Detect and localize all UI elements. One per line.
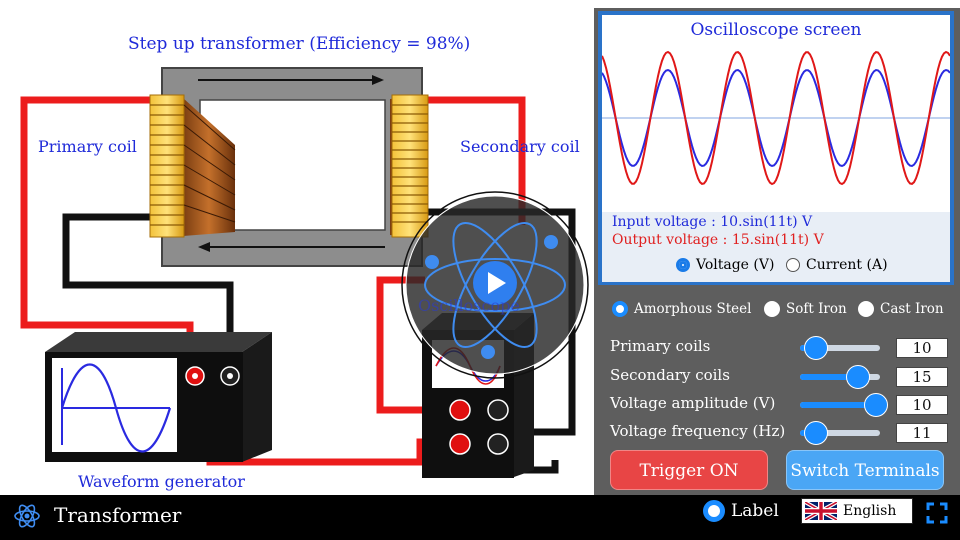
footer-bar	[0, 495, 960, 540]
material-soft-iron[interactable]: Soft Iron	[764, 301, 847, 317]
switch-terminals-button[interactable]: Switch Terminals	[786, 450, 944, 490]
radio-selected-icon	[676, 258, 690, 272]
secondary-coils-label: Secondary coils	[610, 366, 730, 384]
voltage-amplitude-label: Voltage amplitude (V)	[610, 394, 776, 412]
core-material-selector: Amorphous Steel Soft Iron Cast Iron	[606, 300, 952, 322]
radio-unselected-icon	[858, 301, 874, 317]
slider-knob[interactable]	[804, 421, 828, 445]
flux-arrow-left-icon	[198, 242, 210, 252]
toggle-radio-icon	[703, 500, 725, 522]
voltage-frequency-value[interactable]: 11	[896, 423, 948, 443]
language-selector[interactable]: English	[801, 498, 913, 524]
output-wave	[602, 50, 950, 186]
slider-knob[interactable]	[845, 365, 870, 389]
secondary-coils-value[interactable]: 15	[896, 367, 948, 387]
primary-coil-label: Primary coil	[38, 137, 137, 156]
flux-arrow-right-icon	[372, 75, 384, 85]
voltage-frequency-label: Voltage frequency (Hz)	[610, 422, 786, 440]
secondary-coils-slider[interactable]	[800, 365, 880, 389]
oscilloscope-screen: Oscilloscope screen Input voltage : 10.s…	[598, 11, 954, 285]
scope-red-terminal-2-icon[interactable]	[449, 433, 471, 455]
oscilloscope-plot	[602, 50, 950, 186]
voltage-amplitude-value[interactable]: 10	[896, 395, 948, 415]
scope-red-terminal-1-icon[interactable]	[449, 399, 471, 421]
fullscreen-icon[interactable]	[926, 502, 948, 524]
slider-knob[interactable]	[804, 336, 828, 360]
radio-unselected-icon	[786, 258, 800, 272]
radio-unselected-icon	[764, 301, 780, 317]
input-voltage-text: Input voltage : 10.sin(11t) V	[612, 214, 813, 230]
current-mode-radio[interactable]: Current (A)	[786, 257, 888, 273]
language-label: English	[843, 503, 897, 519]
primary-wire-black	[62, 213, 234, 375]
play-overlay[interactable]	[401, 191, 589, 379]
secondary-coil-label: Secondary coil	[460, 137, 580, 156]
uk-flag-icon	[805, 502, 837, 520]
material-cast-iron[interactable]: Cast Iron	[858, 301, 944, 317]
secondary-coil	[390, 94, 429, 238]
voltage-frequency-slider[interactable]	[800, 421, 880, 445]
output-voltage-text: Output voltage : 15.sin(11t) V	[612, 232, 824, 248]
atom-app-icon	[14, 504, 40, 528]
scope-black-terminal-1-icon[interactable]	[487, 399, 509, 421]
circuit-diagram	[20, 67, 589, 478]
primary-coil	[149, 94, 236, 238]
app-title: Transformer	[54, 503, 182, 527]
scope-black-terminal-2-icon[interactable]	[487, 433, 509, 455]
voltage-amplitude-slider[interactable]	[800, 393, 888, 417]
trigger-on-button[interactable]: Trigger ON	[610, 450, 768, 490]
secondary-wire-red	[425, 96, 526, 225]
slider-fill	[800, 374, 858, 380]
primary-coils-label: Primary coils	[610, 337, 711, 355]
voltage-mode-radio[interactable]: Voltage (V)	[676, 257, 774, 273]
primary-coils-slider[interactable]	[800, 336, 880, 360]
atom-logo-icon	[424, 222, 566, 348]
slider-fill	[800, 402, 876, 408]
transformer-title: Step up transformer (Efficiency = 98%)	[128, 34, 471, 54]
material-amorphous-steel[interactable]: Amorphous Steel	[612, 301, 751, 317]
primary-coils-value[interactable]: 10	[896, 338, 948, 358]
waveform-generator-label: Waveform generator	[78, 472, 245, 491]
radio-selected-icon	[612, 301, 628, 317]
label-toggle[interactable]: Label	[703, 500, 779, 522]
voltage-info: Input voltage : 10.sin(11t) V Output vol…	[602, 212, 950, 282]
oscilloscope-label: Oscilloscope	[418, 296, 520, 315]
slider-knob[interactable]	[864, 393, 888, 417]
waveform-generator[interactable]	[45, 332, 272, 462]
oscilloscope-screen-title: Oscilloscope screen	[690, 20, 862, 40]
